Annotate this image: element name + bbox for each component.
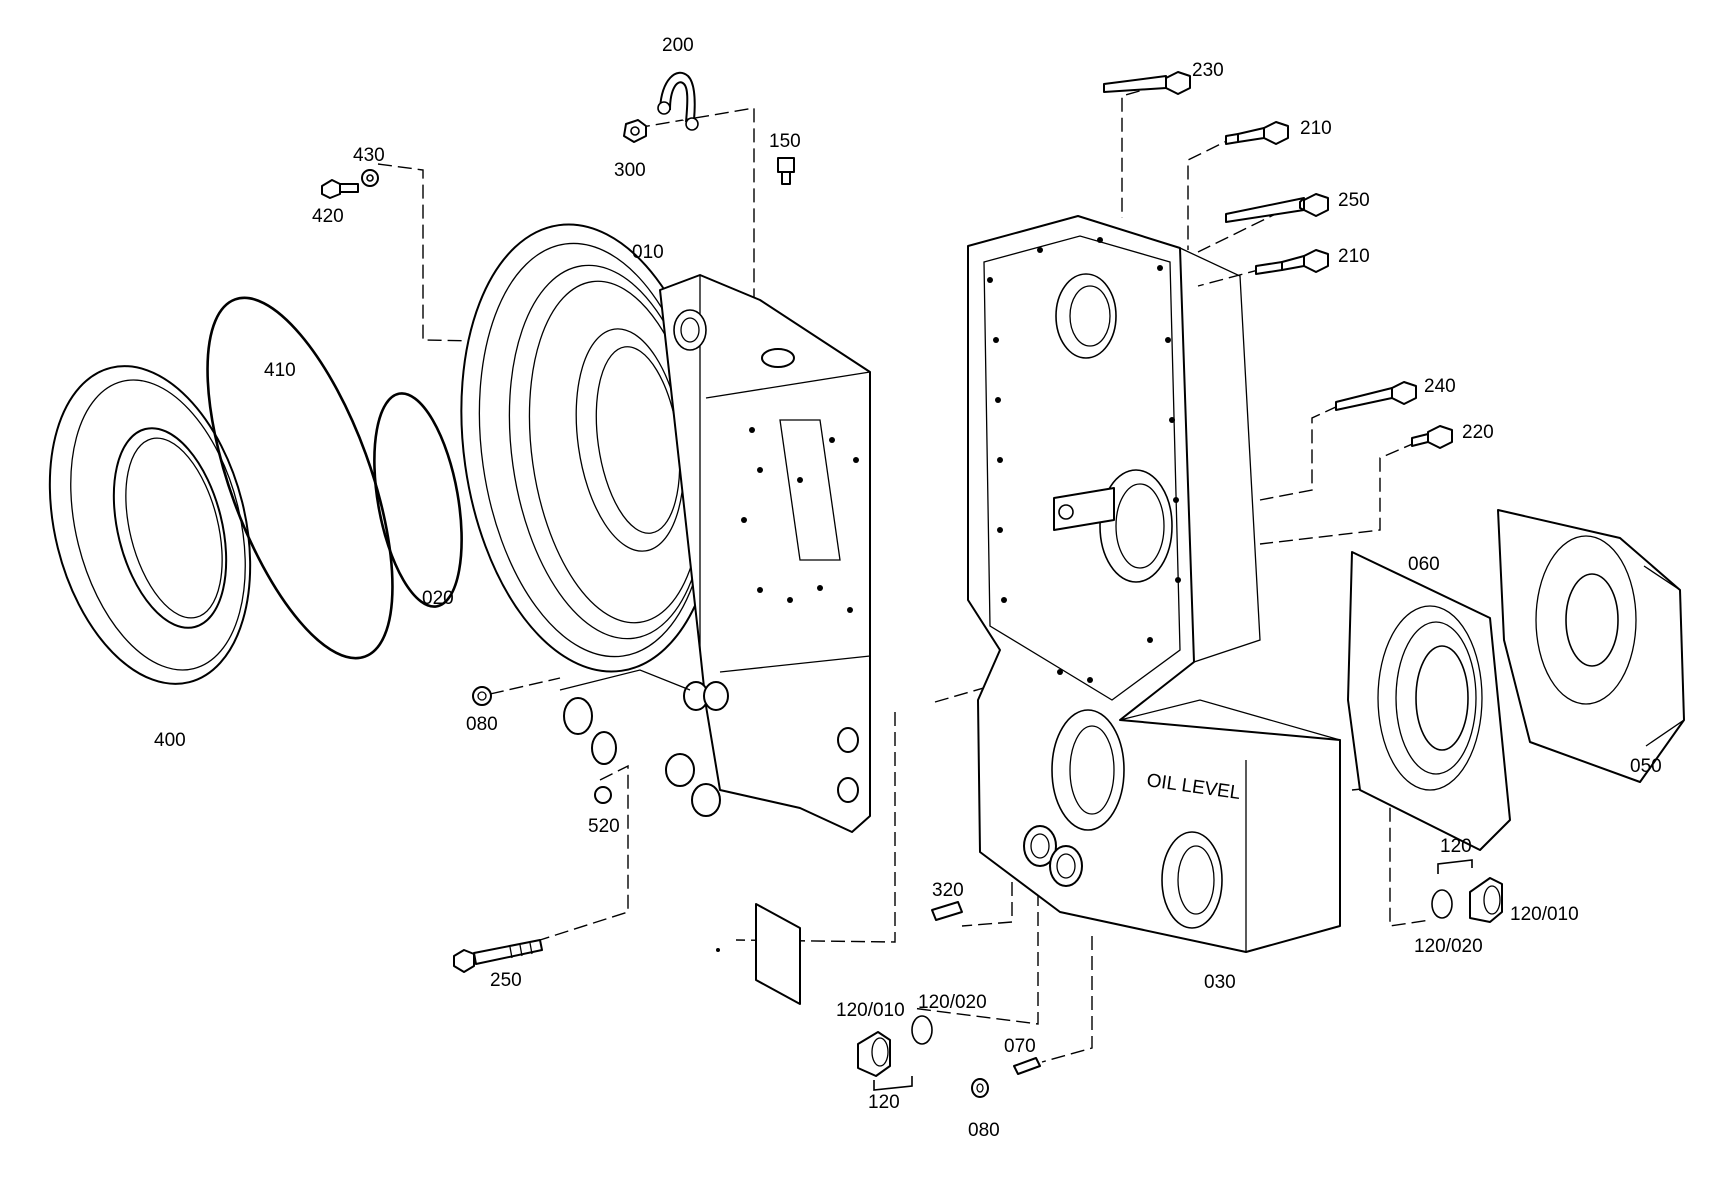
bolt-250-right <box>1225 193 1329 223</box>
o-ring-410 <box>206 296 394 660</box>
bolt-210-lower <box>1255 249 1329 275</box>
label-020: 020 <box>422 588 454 609</box>
label-120-right: 120 <box>1440 836 1472 857</box>
label-010: 010 <box>632 242 664 263</box>
label-050: 050 <box>1630 756 1662 777</box>
label-030: 030 <box>1204 972 1236 993</box>
label-420: 420 <box>312 206 344 227</box>
label-080-lower: 080 <box>968 1120 1000 1141</box>
label-060: 060 <box>1408 554 1440 575</box>
cover-060 <box>1347 551 1511 851</box>
label-520: 520 <box>588 816 620 837</box>
plug-set-120-right <box>1431 859 1503 923</box>
label-410: 410 <box>264 360 296 381</box>
label-070: 070 <box>1004 1036 1036 1057</box>
cover-plate <box>716 903 801 1005</box>
label-240: 240 <box>1424 376 1456 397</box>
bolt-250-left <box>453 939 543 973</box>
label-220: 220 <box>1462 422 1494 443</box>
label-210-upper: 210 <box>1300 118 1332 139</box>
bolt-220 <box>1411 425 1453 449</box>
label-120-lower: 120 <box>868 1092 900 1113</box>
seal-cover-400 <box>48 365 252 685</box>
label-210-lower: 210 <box>1338 246 1370 267</box>
nut-300 <box>623 119 647 143</box>
screw-420 <box>321 179 359 199</box>
label-300: 300 <box>614 160 646 181</box>
label-430: 430 <box>353 145 385 166</box>
label-120-020-lower: 120/020 <box>918 992 987 1013</box>
housing-030: OIL LEVEL <box>967 215 1341 953</box>
pin-320 <box>931 901 963 921</box>
washer-430 <box>361 169 379 187</box>
label-320: 320 <box>932 880 964 901</box>
label-120-010-right: 120/010 <box>1510 904 1579 925</box>
fitting-150 <box>777 157 795 185</box>
bolt-210-upper <box>1225 121 1289 145</box>
plug-080-left <box>472 686 492 706</box>
housing-010 <box>460 223 871 833</box>
label-120-010-lower: 120/010 <box>836 1000 905 1021</box>
screw-070 <box>1013 1057 1041 1075</box>
label-250-right: 250 <box>1338 190 1370 211</box>
label-080-left: 080 <box>466 714 498 735</box>
part-labels: 200 300 150 430 420 010 410 020 400 080 … <box>154 35 1662 1141</box>
plug-520 <box>594 786 612 804</box>
label-120-020-right: 120/020 <box>1414 936 1483 957</box>
label-230: 230 <box>1192 60 1224 81</box>
label-250-left: 250 <box>490 970 522 991</box>
bolt-230 <box>1103 71 1191 95</box>
o-ring-020 <box>373 392 463 608</box>
label-400: 400 <box>154 730 186 751</box>
label-150: 150 <box>769 131 801 152</box>
bolt-240 <box>1335 381 1417 411</box>
cover-050 <box>1497 509 1685 783</box>
hose-clip-200 <box>657 71 699 131</box>
label-200: 200 <box>662 35 694 56</box>
plug-080-lower <box>971 1078 989 1098</box>
plug-set-120-lower <box>857 1015 933 1091</box>
